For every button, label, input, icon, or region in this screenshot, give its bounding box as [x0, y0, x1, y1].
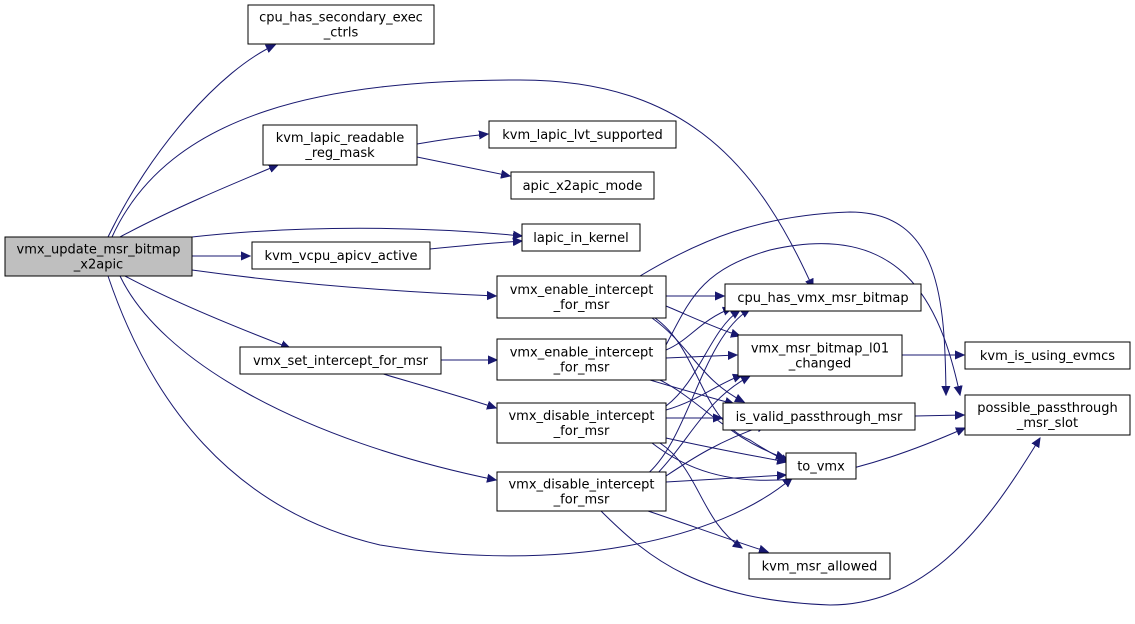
node-label-cpu-has-vmx-msr-bitmap-0: cpu_has_vmx_msr_bitmap: [737, 291, 908, 306]
edge-vmx-disable-a-to-possible-passthrough: [651, 428, 965, 481]
edge-vmx-enable-a-to-vmx-msr-bitmap-l01-changed: [665, 305, 740, 336]
node-label-vmx-disable-intercept-a-1: _for_msr: [553, 424, 610, 439]
node-box-kvm-is-using-evmcs[interactable]: [964, 341, 1131, 370]
node-vmx-disable-intercept-b[interactable]: vmx_disable_intercept_for_msr: [496, 471, 667, 512]
edge-vmx-disable-b-to-to-vmx: [665, 475, 786, 483]
edge-vmx-disable-a-to-cpu-has-vmx-msr-bitmap: [665, 310, 740, 407]
node-label-kvm-is-using-evmcs-0: kvm_is_using_evmcs: [980, 349, 1115, 364]
edge-root-to-vmx-enable-intercept-a: [191, 269, 496, 296]
edge-root-to-cpu-has-vmx-msr-bitmap: [111, 79, 813, 288]
node-box-cpu-has-vmx-msr-bitmap[interactable]: [724, 283, 922, 312]
node-box-vmx-disable-intercept-b[interactable]: [496, 471, 667, 512]
edge-vmx-enable-a-to-possible-passthrough: [639, 211, 946, 395]
node-root[interactable]: vmx_update_msr_bitmap_x2apic: [4, 236, 193, 277]
edge-vmx-disable-b-to-kvm-msr-allowed: [644, 509, 768, 552]
edge-root-to-vmx-disable-intercept-b: [119, 275, 496, 480]
node-label-vmx-disable-intercept-b-0: vmx_disable_intercept: [508, 478, 654, 493]
edge-vmx-disable-b-to-cpu-has-vmx-msr-bitmap: [644, 309, 750, 477]
node-vmx-enable-intercept-a[interactable]: vmx_enable_intercept_for_msr: [496, 275, 667, 319]
node-vmx-enable-intercept-b[interactable]: vmx_enable_intercept_for_msr: [496, 338, 667, 381]
node-label-vmx-enable-intercept-a-0: vmx_enable_intercept: [510, 283, 654, 298]
node-box-vmx-disable-intercept-a[interactable]: [496, 402, 667, 444]
node-label-root-0: vmx_update_msr_bitmap: [17, 243, 181, 258]
node-label-vmx-enable-intercept-b-1: _for_msr: [553, 361, 610, 376]
edge-vmx-enable-b-to-vmx-msr-bitmap-l01-changed: [665, 355, 737, 358]
node-box-kvm-vcpu-apicv-active[interactable]: [251, 241, 431, 270]
node-label-apic-x2apic-mode-0: apic_x2apic_mode: [523, 179, 643, 194]
node-label-to-vmx-0: to_vmx: [797, 460, 845, 475]
node-label-vmx-enable-intercept-a-1: _for_msr: [553, 298, 610, 313]
edge-root-to-kvm-lapic-readable-reg-mask: [119, 165, 278, 238]
node-box-vmx-enable-intercept-b[interactable]: [496, 338, 667, 381]
node-box-to-vmx[interactable]: [785, 452, 857, 480]
node-label-vmx-msr-bitmap-l01-changed-1: _changed: [788, 357, 852, 372]
edge-root-to-to-vmx: [107, 275, 792, 557]
call-graph-nodes: vmx_update_msr_bitmap_x2apic cpu_has_seco…: [4, 4, 1131, 580]
edge-root-to-cpu-has-secondary-exec-ctrls: [107, 45, 275, 238]
node-label-vmx-disable-intercept-a-0: vmx_disable_intercept: [508, 409, 654, 424]
edge-kvm-vcpu-apicv-active-to-lapic-in-kernel: [429, 241, 522, 250]
node-box-root[interactable]: [4, 236, 193, 277]
node-box-lapic-in-kernel[interactable]: [521, 223, 641, 252]
node-cpu-has-vmx-msr-bitmap[interactable]: cpu_has_vmx_msr_bitmap: [724, 283, 922, 312]
node-label-kvm-lapic-readable-reg-mask-1: _reg_mask: [304, 146, 375, 161]
node-label-is-valid-passthrough-msr-0: is_valid_passthrough_msr: [736, 410, 903, 425]
node-label-possible-passthrough-msr-slot-1: _msr_slot: [1016, 416, 1078, 431]
edge-vmx-disable-b-to-is-valid-passthrough: [665, 425, 766, 477]
node-label-cpu-has-secondary-exec-ctrls-0: cpu_has_secondary_exec: [259, 11, 423, 26]
node-box-vmx-enable-intercept-a[interactable]: [496, 275, 667, 319]
edge-root-to-vmx-set-intercept-for-msr: [124, 275, 290, 348]
node-box-possible-passthrough-msr-slot[interactable]: [964, 394, 1131, 436]
edge-vmx-enable-b-to-possible-passthrough: [665, 243, 960, 395]
node-to-vmx[interactable]: to_vmx: [785, 452, 857, 480]
node-label-kvm-lapic-lvt-supported-0: kvm_lapic_lvt_supported: [502, 128, 663, 143]
edge-vmx-disable-a-to-kvm-msr-allowed: [659, 442, 742, 548]
edge-vmx-disable-a-to-vmx-msr-bitmap-l01-changed: [665, 375, 742, 411]
node-label-root-1: _x2apic: [73, 258, 123, 273]
node-box-vmx-msr-bitmap-l01-changed[interactable]: [737, 334, 903, 377]
edge-root-to-lapic-in-kernel: [191, 227, 522, 237]
node-label-kvm-vcpu-apicv-active-0: kvm_vcpu_apicv_active: [265, 249, 418, 264]
node-box-apic-x2apic-mode[interactable]: [510, 171, 655, 200]
node-box-cpu-has-secondary-exec-ctrls[interactable]: [247, 4, 435, 45]
edge-kvm-lapic-readable-reg-mask-to-apic-x2apic-mode: [416, 156, 510, 176]
node-box-kvm-msr-allowed[interactable]: [748, 552, 891, 580]
node-is-valid-passthrough-msr[interactable]: is_valid_passthrough_msr: [722, 402, 916, 431]
edge-vmx-disable-b-to-vmx-msr-bitmap-l01-changed: [654, 376, 750, 477]
node-label-cpu-has-secondary-exec-ctrls-1: _ctrls: [323, 26, 359, 41]
node-cpu-has-secondary-exec-ctrls[interactable]: cpu_has_secondary_exec_ctrls: [247, 4, 435, 45]
node-label-kvm-msr-allowed-0: kvm_msr_allowed: [762, 560, 878, 575]
node-kvm-lapic-lvt-supported[interactable]: kvm_lapic_lvt_supported: [488, 120, 677, 149]
node-label-kvm-lapic-readable-reg-mask-0: kvm_lapic_readable: [276, 131, 405, 146]
node-label-vmx-msr-bitmap-l01-changed-0: vmx_msr_bitmap_l01: [751, 342, 889, 357]
node-box-kvm-lapic-lvt-supported[interactable]: [488, 120, 677, 149]
node-box-vmx-set-intercept-for-msr[interactable]: [239, 346, 442, 375]
node-vmx-msr-bitmap-l01-changed[interactable]: vmx_msr_bitmap_l01_changed: [737, 334, 903, 377]
edge-kvm-lapic-readable-reg-mask-to-kvm-lapic-lvt-supported: [416, 134, 488, 145]
node-box-is-valid-passthrough-msr[interactable]: [722, 402, 916, 431]
edge-vmx-set-intercept-to-vmx-disable-intercept-a: [379, 372, 496, 408]
edge-vmx-disable-b-to-possible-passthrough: [599, 438, 1040, 606]
edge-vmx-enable-a-to-is-valid-passthrough: [651, 317, 744, 402]
node-box-kvm-lapic-readable-reg-mask[interactable]: [262, 124, 418, 166]
node-label-lapic-in-kernel-0: lapic_in_kernel: [533, 231, 628, 246]
edge-vmx-enable-b-to-cpu-has-vmx-msr-bitmap: [665, 308, 732, 351]
node-label-possible-passthrough-msr-slot-0: possible_passthrough: [977, 401, 1118, 416]
node-kvm-msr-allowed[interactable]: kvm_msr_allowed: [748, 552, 891, 580]
node-apic-x2apic-mode[interactable]: apic_x2apic_mode: [510, 171, 655, 200]
node-vmx-disable-intercept-a[interactable]: vmx_disable_intercept_for_msr: [496, 402, 667, 444]
edge-is-valid-passthrough-to-possible-passthrough: [914, 415, 964, 416]
node-label-vmx-set-intercept-for-msr-0: vmx_set_intercept_for_msr: [253, 354, 429, 369]
node-kvm-lapic-readable-reg-mask[interactable]: kvm_lapic_readable_reg_mask: [262, 124, 418, 166]
node-kvm-is-using-evmcs[interactable]: kvm_is_using_evmcs: [964, 341, 1131, 370]
node-vmx-set-intercept-for-msr[interactable]: vmx_set_intercept_for_msr: [239, 346, 442, 375]
node-possible-passthrough-msr-slot[interactable]: possible_passthrough_msr_slot: [964, 394, 1131, 436]
node-label-vmx-enable-intercept-b-0: vmx_enable_intercept: [510, 346, 654, 361]
node-label-vmx-disable-intercept-b-1: _for_msr: [553, 493, 610, 508]
node-lapic-in-kernel[interactable]: lapic_in_kernel: [521, 223, 641, 252]
node-kvm-vcpu-apicv-active[interactable]: kvm_vcpu_apicv_active: [251, 241, 431, 270]
